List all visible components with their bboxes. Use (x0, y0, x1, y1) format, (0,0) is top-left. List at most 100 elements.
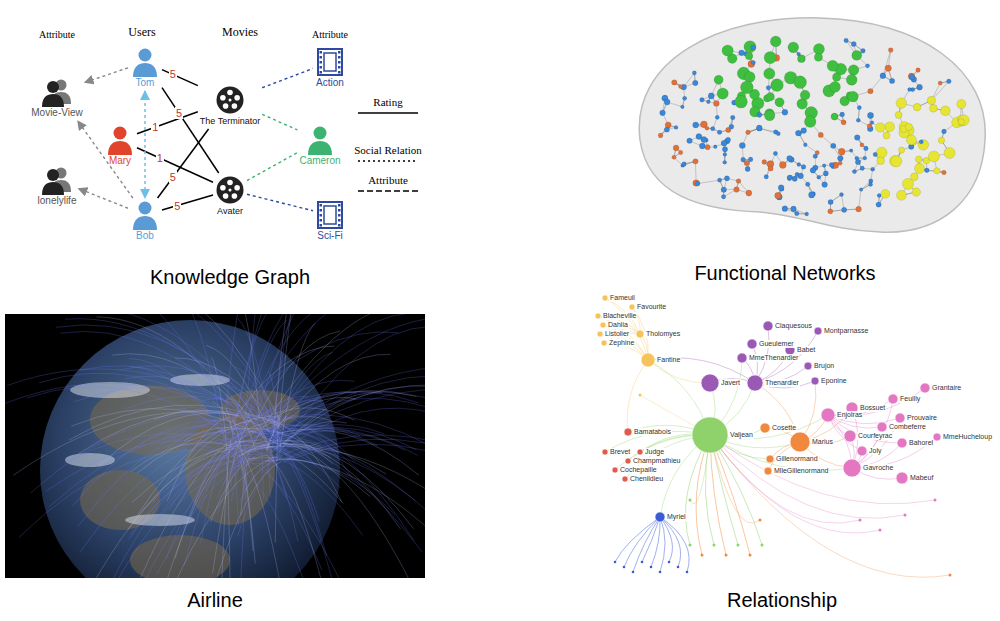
character-dot (601, 340, 607, 346)
brain-region-dot (797, 163, 801, 167)
brain-region-dot (741, 81, 754, 94)
brain-region-dot (746, 130, 751, 135)
brain-region-dot (787, 156, 793, 162)
relation-dot (701, 554, 704, 557)
brain-region-dot (864, 146, 869, 151)
character-name: Tholomyes (645, 330, 681, 338)
reel-hole (227, 90, 233, 96)
flight-route (237, 432, 422, 552)
brain-region-dot (861, 48, 866, 53)
character-name: Joly (868, 447, 882, 455)
brain-region-dot (788, 42, 799, 53)
relation-connector (137, 112, 198, 134)
film-perforation (338, 209, 341, 212)
flight-route (234, 441, 344, 503)
flight-route (262, 428, 417, 450)
relation-connector (262, 68, 313, 87)
brain-region-dot (713, 145, 717, 149)
graph-entity: Sci-Fi (315, 200, 345, 242)
relation-dot (859, 519, 862, 522)
brain-region-dot (868, 182, 872, 186)
brain-region-dot (813, 154, 818, 159)
relation-connector (144, 91, 146, 198)
relation-curve (710, 435, 852, 470)
brain-region-dot (823, 171, 828, 176)
brain-region-dot (795, 211, 800, 216)
brain-region-dot (891, 156, 902, 167)
character-dot (764, 467, 772, 475)
film-perforation (338, 219, 341, 222)
relation-dot (641, 561, 644, 564)
brain-region-dot (908, 88, 912, 92)
relation-curve (624, 517, 660, 567)
brain-region-dot (870, 121, 874, 125)
brain-region-dot (848, 65, 859, 76)
brain-region-dot (717, 130, 722, 135)
brain-region-dot (831, 113, 838, 120)
brain-region-dot (771, 79, 784, 92)
flight-route (270, 459, 395, 515)
brain-region-dot (865, 64, 869, 68)
brain-region-dot (896, 98, 907, 109)
relation-curve (710, 435, 950, 577)
brain-region-dot (797, 52, 801, 56)
brain-region-dot (927, 96, 935, 104)
flight-route (275, 418, 278, 543)
flight-route (266, 419, 287, 451)
brain-region-dot (745, 166, 750, 171)
brain-region-dot (919, 140, 923, 144)
brain-region-dot (775, 98, 784, 107)
brain-region-dot (924, 168, 929, 173)
reel-hub (229, 189, 232, 192)
brain-region-dot (958, 119, 964, 125)
character-name: Eponine (820, 377, 848, 385)
reel-hole (234, 185, 240, 191)
brain-region-dot (857, 106, 861, 110)
flight-route (49, 432, 252, 507)
brain-region-dot (679, 85, 683, 89)
character-name: Valjean (729, 431, 754, 439)
character-name: MmeHucheloup (942, 433, 993, 441)
panel-caption: Knowledge Graph (150, 266, 310, 289)
flight-route (267, 314, 410, 435)
brain-region-dot (794, 76, 807, 89)
flight-route (121, 366, 283, 422)
relation-curve (710, 435, 935, 504)
character-name: Fantine (656, 356, 681, 364)
relation-curve (755, 383, 800, 442)
brain-region-dot (717, 88, 728, 99)
character-dot (655, 512, 665, 522)
brain-region-dot (912, 188, 921, 197)
brain-region-dot (839, 193, 843, 197)
character-name: Courfeyrac (857, 432, 893, 440)
film-perforation (320, 219, 323, 222)
character-dot (763, 321, 773, 331)
flight-route (273, 314, 299, 438)
brain-region-dot (791, 206, 797, 212)
brain-region-dot (699, 143, 705, 149)
brain-region-dot (658, 133, 663, 138)
brain-region-dot (910, 173, 918, 181)
relation-connector (158, 129, 209, 198)
character-name: Montparnasse (823, 327, 869, 335)
person-head (313, 127, 326, 140)
graph-entity: Movie-View (31, 77, 83, 119)
relation-connector (85, 68, 128, 83)
character-name: MmeThenardier (748, 354, 799, 362)
character-name: Marius (811, 438, 834, 446)
character-dot (895, 413, 905, 423)
flight-route (78, 417, 253, 526)
brain-region-dot (876, 123, 886, 133)
brain-region-dot (852, 169, 856, 173)
legend-text: Social Relation (354, 144, 422, 157)
flight-route (238, 314, 296, 439)
reel-hole (223, 103, 229, 109)
flight-route (112, 354, 249, 416)
relation-dot (614, 561, 617, 564)
brain-region-dot (739, 50, 745, 56)
relation-curve (627, 360, 648, 432)
brain-region-dot (905, 123, 912, 130)
brain-region-dot (860, 143, 864, 147)
brain-region-dot (883, 132, 890, 139)
